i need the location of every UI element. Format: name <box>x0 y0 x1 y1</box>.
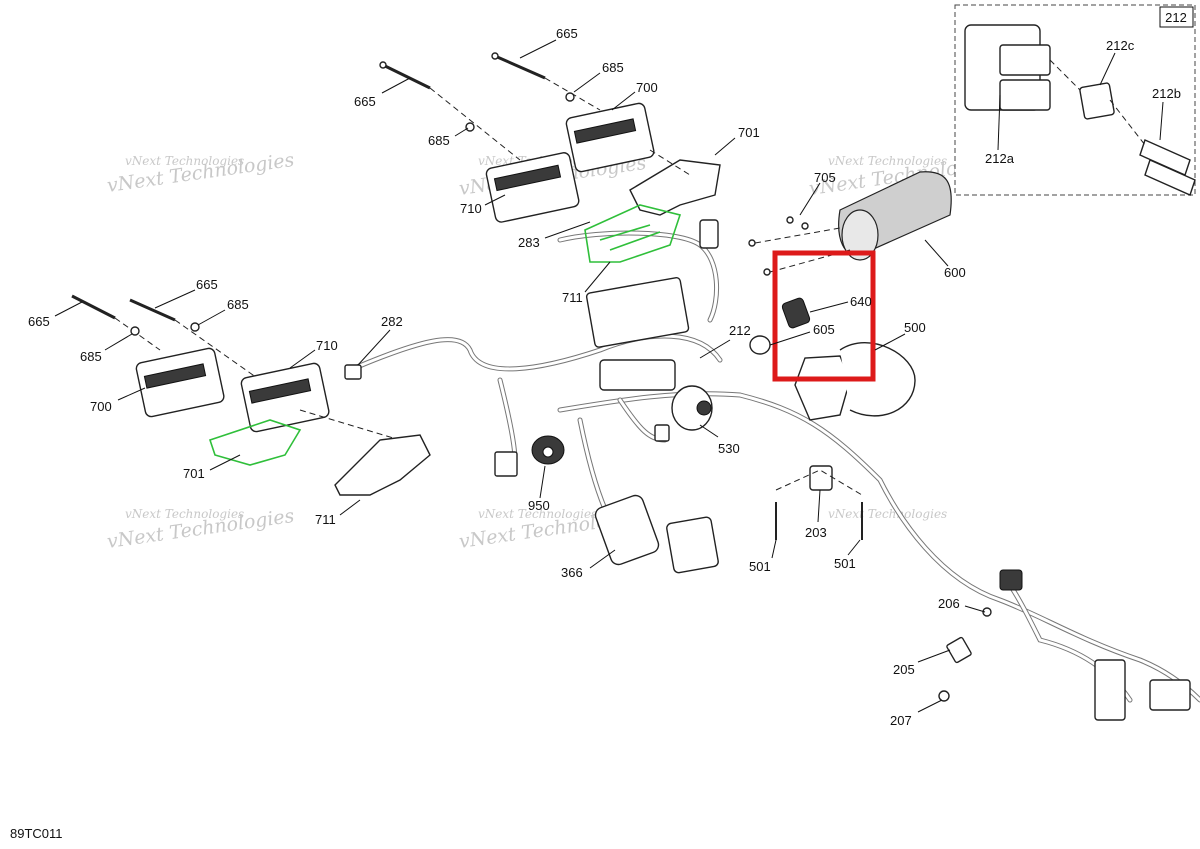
connector-212a <box>964 24 1051 111</box>
callout-700-upper: 700 <box>636 80 658 95</box>
callout-710-upper: 710 <box>460 201 482 216</box>
callout-685-upper-left: 685 <box>428 133 450 148</box>
callout-layer: 665 665 685 685 700 701 710 283 711 665 … <box>28 26 1181 728</box>
bolt-665-left-b <box>129 298 176 322</box>
callout-501-b: 501 <box>834 556 856 571</box>
callout-685-upper-right: 685 <box>602 60 624 75</box>
clip-203 <box>809 465 833 491</box>
washer-685-left-a <box>130 326 140 336</box>
screws-705 <box>748 216 851 276</box>
bracket-701-left <box>208 419 302 466</box>
module-710-left <box>240 362 330 433</box>
callout-501-a: 501 <box>749 559 771 574</box>
ecu-module <box>585 277 690 348</box>
watermark-text: vNext Technologies <box>125 507 244 521</box>
inset-212: 212 <box>954 4 1196 196</box>
terminals-212b <box>1139 139 1196 196</box>
watermark-text: vNext Technologies <box>478 507 597 521</box>
diagram-code: 89TC011 <box>10 826 63 841</box>
lock-212c <box>1079 82 1115 120</box>
callout-282: 282 <box>381 314 403 329</box>
callout-665-upper-left: 665 <box>354 94 376 109</box>
bracket-711-upper <box>584 204 682 263</box>
callout-685-left-b: 685 <box>227 297 249 312</box>
clip-206 <box>982 607 992 617</box>
bracket-711-left <box>334 434 431 496</box>
cover-600 <box>838 171 952 261</box>
callout-640: 640 <box>850 294 872 309</box>
inset-title: 212 <box>1165 10 1187 25</box>
module-710-upper <box>485 152 580 223</box>
callout-705: 705 <box>814 170 836 185</box>
connector-366 <box>594 494 719 574</box>
callout-701-upper: 701 <box>738 125 760 140</box>
callout-950: 950 <box>528 498 550 513</box>
module-700-upper <box>565 102 655 173</box>
washer-685-upper-right <box>565 92 575 102</box>
callout-206: 206 <box>938 596 960 611</box>
watermark-text: vNext Technologies <box>125 154 244 168</box>
highlight-box <box>772 250 876 382</box>
callout-207: 207 <box>890 713 912 728</box>
sensor-530 <box>671 385 713 431</box>
callout-500: 500 <box>904 320 926 335</box>
callout-366: 366 <box>561 565 583 580</box>
callout-685-left-a: 685 <box>80 349 102 364</box>
highlight-frame <box>772 250 876 382</box>
watermark-text: vNext Technologies <box>828 154 947 168</box>
bolt-665-upper-left <box>379 61 431 90</box>
fuse-605 <box>749 335 771 355</box>
callout-203: 203 <box>805 525 827 540</box>
bolt-665-upper-right <box>491 52 546 80</box>
callout-711-upper: 711 <box>562 290 583 305</box>
module-700-left <box>135 347 225 418</box>
fuse-holder-500 <box>794 342 916 421</box>
callout-701-left: 701 <box>183 466 205 481</box>
callout-212a: 212a <box>985 151 1015 166</box>
callout-530: 530 <box>718 441 740 456</box>
callout-600: 600 <box>944 265 966 280</box>
bracket-205 <box>946 636 972 664</box>
nut-207 <box>938 690 950 702</box>
callout-665-upper-right: 665 <box>556 26 578 41</box>
watermark-text: vNext Technologies <box>828 507 947 521</box>
callout-711-left: 711 <box>315 512 336 527</box>
callout-700-left: 700 <box>90 399 112 414</box>
washer-685-upper-left <box>465 122 475 132</box>
callout-212b: 212b <box>1152 86 1181 101</box>
callout-283: 283 <box>518 235 540 250</box>
callout-212: 212 <box>729 323 751 338</box>
callout-605: 605 <box>813 322 835 337</box>
bracket-701-upper <box>629 159 721 216</box>
callout-665-left-b: 665 <box>196 277 218 292</box>
switch-950 <box>531 435 565 465</box>
relay-640 <box>781 297 811 329</box>
callout-212c: 212c <box>1106 38 1135 53</box>
bolt-665-left-a <box>71 294 116 320</box>
callout-205: 205 <box>893 662 915 677</box>
callout-665-left-a: 665 <box>28 314 50 329</box>
washer-685-left-b <box>190 322 200 332</box>
callout-710-left: 710 <box>316 338 338 353</box>
